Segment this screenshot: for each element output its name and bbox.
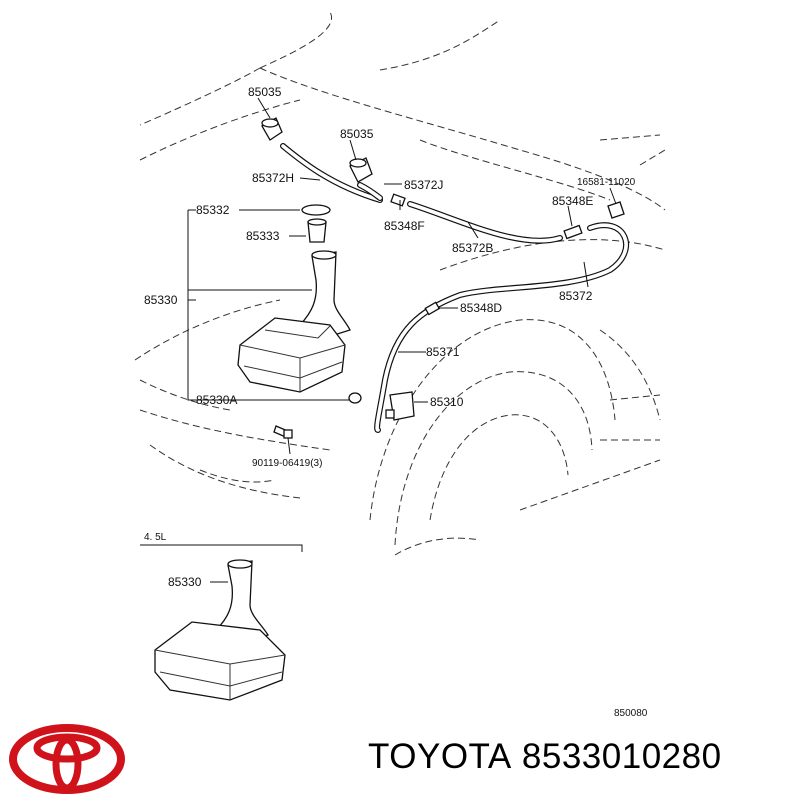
label-cap: 85332 <box>196 203 230 217</box>
brand-name: TOYOTA <box>368 737 512 776</box>
nozzle-left <box>261 117 283 141</box>
label-joint-d: 85348D <box>460 301 502 315</box>
pump <box>385 391 415 421</box>
tank-cap <box>301 204 331 216</box>
part-labels: 85035 85035 85372H 85372J 16581-11020 85… <box>144 85 648 719</box>
joint-d <box>424 301 441 316</box>
washer-tank <box>237 250 351 393</box>
label-part-16581: 16581-11020 <box>577 177 636 188</box>
label-tank: 85330 <box>144 293 178 307</box>
strainer <box>307 218 327 243</box>
label-variant: 4. 5L <box>144 532 167 543</box>
washer-tank-variant <box>154 559 286 701</box>
joint-f <box>390 193 406 207</box>
part-number: 8533010280 <box>521 737 722 776</box>
label-hose-pump: 85371 <box>426 345 460 359</box>
label-nozzle-1: 85035 <box>248 85 282 99</box>
nozzle-right <box>349 157 373 183</box>
label-hose-main: 85372 <box>559 289 593 303</box>
label-hose-b: 85372B <box>452 241 493 255</box>
footer-caption: TOYOTA 8533010280 <box>368 737 722 777</box>
joint-e <box>563 224 583 240</box>
label-pump: 85310 <box>430 395 464 409</box>
label-grommet-a: 85330A <box>196 393 237 407</box>
label-joint-e: 85348E <box>552 194 593 208</box>
bolt <box>273 425 293 439</box>
grommet <box>348 392 362 404</box>
label-nozzle-2: 85035 <box>340 127 374 141</box>
label-strainer: 85333 <box>246 229 280 243</box>
label-hose-j: 85372J <box>404 178 443 192</box>
car-body-outline <box>134 11 666 556</box>
label-bolt: 90119-06419(3) <box>252 458 322 469</box>
clip-16581 <box>607 201 625 219</box>
leader-lines <box>140 97 617 583</box>
label-tank-variant: 85330 <box>168 575 202 589</box>
label-hose-h: 85372H <box>252 171 294 185</box>
toyota-logo-icon <box>9 724 125 794</box>
label-joint-f: 85348F <box>384 219 425 233</box>
hoses <box>280 143 630 433</box>
label-fig-code: 850080 <box>614 708 648 719</box>
